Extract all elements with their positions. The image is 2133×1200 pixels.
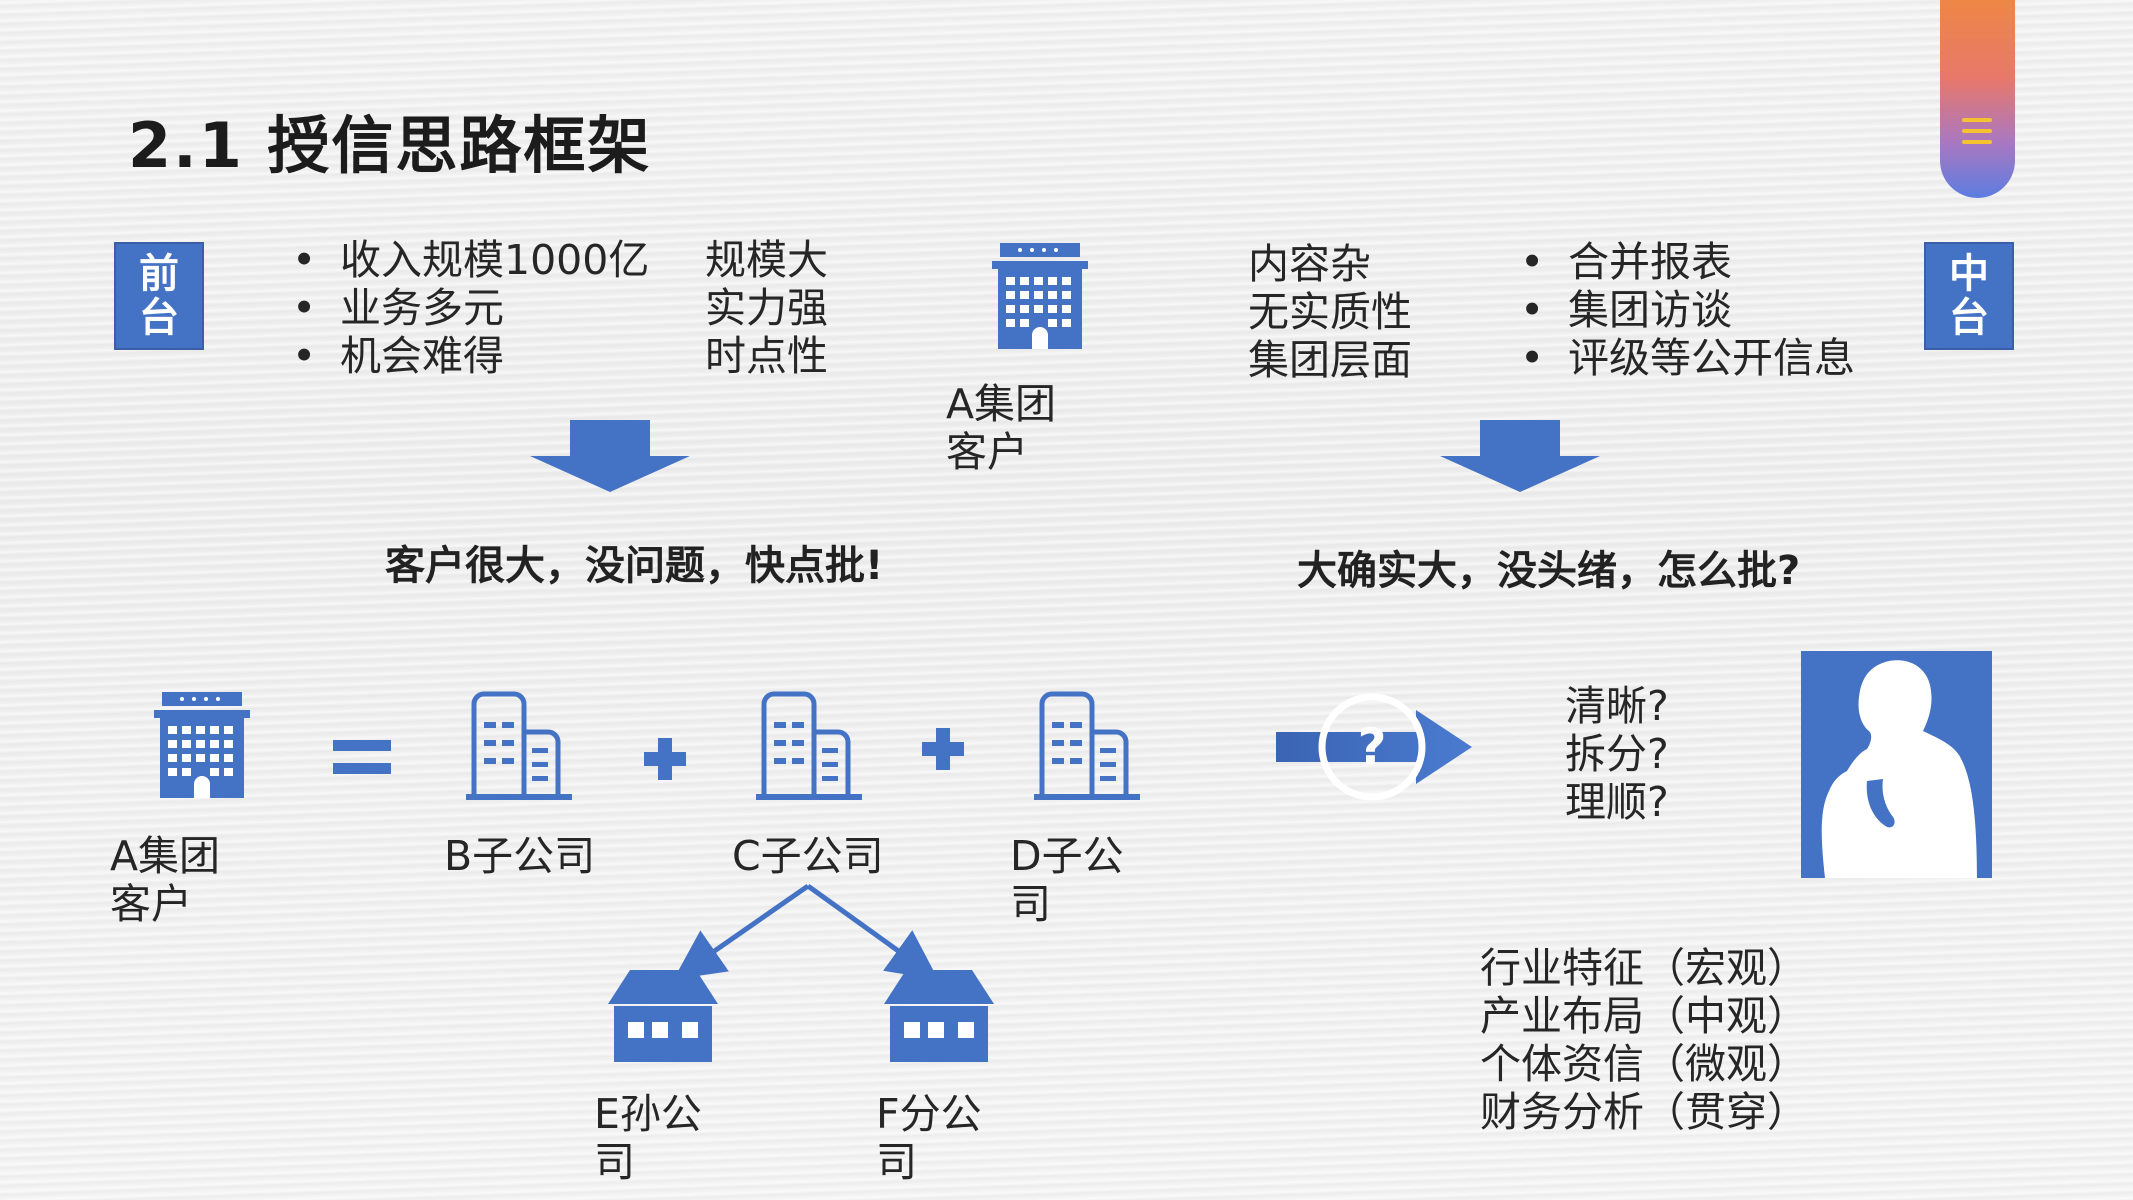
right-traits: 内容杂 无实质性 集团层面 [1248, 240, 1412, 384]
thinking-person-icon [1801, 651, 1992, 878]
page-title: 2.1 授信思路框架 [128, 109, 652, 182]
group-parent-label: A集团客户 [110, 832, 221, 928]
question-text: 拆分? [1565, 730, 1669, 778]
trait-text: 时点性 [705, 332, 828, 380]
office-building-icon [1034, 691, 1140, 800]
left-conclusion: 客户很大，没问题，快点批! [385, 543, 884, 589]
office-building-icon [466, 691, 572, 800]
question-arrow-icon: ? [1276, 693, 1472, 801]
menu-icon[interactable] [1962, 118, 1992, 144]
hotel-building-icon [992, 243, 1088, 349]
analysis-item: 产业布局（中观） [1480, 992, 1808, 1040]
trait-text: 内容杂 [1248, 240, 1371, 288]
trait-text: 规模大 [705, 236, 828, 284]
list-item: 机会难得 [292, 332, 649, 380]
right-bullet-list: 合并报表 集团访谈 评级等公开信息 [1520, 238, 1855, 382]
trait-text: 实力强 [705, 284, 828, 332]
branch-arrows [673, 883, 939, 980]
middle-office-label: 中台 [1924, 242, 2014, 350]
analysis-list: 行业特征（宏观） 产业布局（中观） 个体资信（微观） 财务分析（贯穿） [1480, 944, 1808, 1136]
analysis-item: 行业特征（宏观） [1480, 944, 1808, 992]
list-item: 合并报表 [1520, 238, 1855, 286]
subsidiary-d-label: D子公司 [1010, 832, 1124, 928]
office-building-icon [756, 691, 862, 800]
subsidiary-c-label: C子公司 [732, 832, 884, 880]
trait-text: 无实质性 [1248, 288, 1412, 336]
grandchild-e-label: E孙公司 [594, 1090, 702, 1186]
middle-office-text: 中台 [1949, 251, 1989, 341]
trait-text: 集团层面 [1248, 336, 1412, 384]
center-client-label: A集团客户 [946, 380, 1057, 476]
plus-icon [922, 728, 964, 770]
section-tab[interactable] [1940, 0, 2015, 198]
front-office-label: 前台 [114, 242, 204, 350]
subsidiary-b-label: B子公司 [444, 832, 596, 880]
svg-text:?: ? [1357, 718, 1386, 776]
left-traits: 规模大 实力强 时点性 [705, 236, 828, 380]
front-office-text: 前台 [139, 251, 179, 341]
equals-icon [333, 740, 391, 774]
list-item: 收入规模1000亿 [292, 236, 649, 284]
question-list: 清晰? 拆分? 理顺? [1565, 682, 1669, 826]
question-text: 清晰? [1565, 682, 1669, 730]
list-item: 业务多元 [292, 284, 649, 332]
question-text: 理顺? [1565, 778, 1669, 826]
left-bullet-list: 收入规模1000亿 业务多元 机会难得 [292, 236, 649, 380]
down-arrow-icon [1440, 420, 1600, 492]
house-icon [884, 970, 994, 1062]
analysis-item: 个体资信（微观） [1480, 1040, 1808, 1088]
list-item: 评级等公开信息 [1520, 334, 1855, 382]
hotel-building-icon [154, 692, 250, 798]
right-conclusion: 大确实大，没头绪，怎么批? [1297, 548, 1801, 594]
branch-f-label: F分公司 [876, 1090, 982, 1186]
analysis-item: 财务分析（贯穿） [1480, 1088, 1808, 1136]
plus-icon [644, 738, 686, 780]
house-icon [608, 970, 718, 1062]
list-item: 集团访谈 [1520, 286, 1855, 334]
down-arrow-icon [530, 420, 690, 492]
